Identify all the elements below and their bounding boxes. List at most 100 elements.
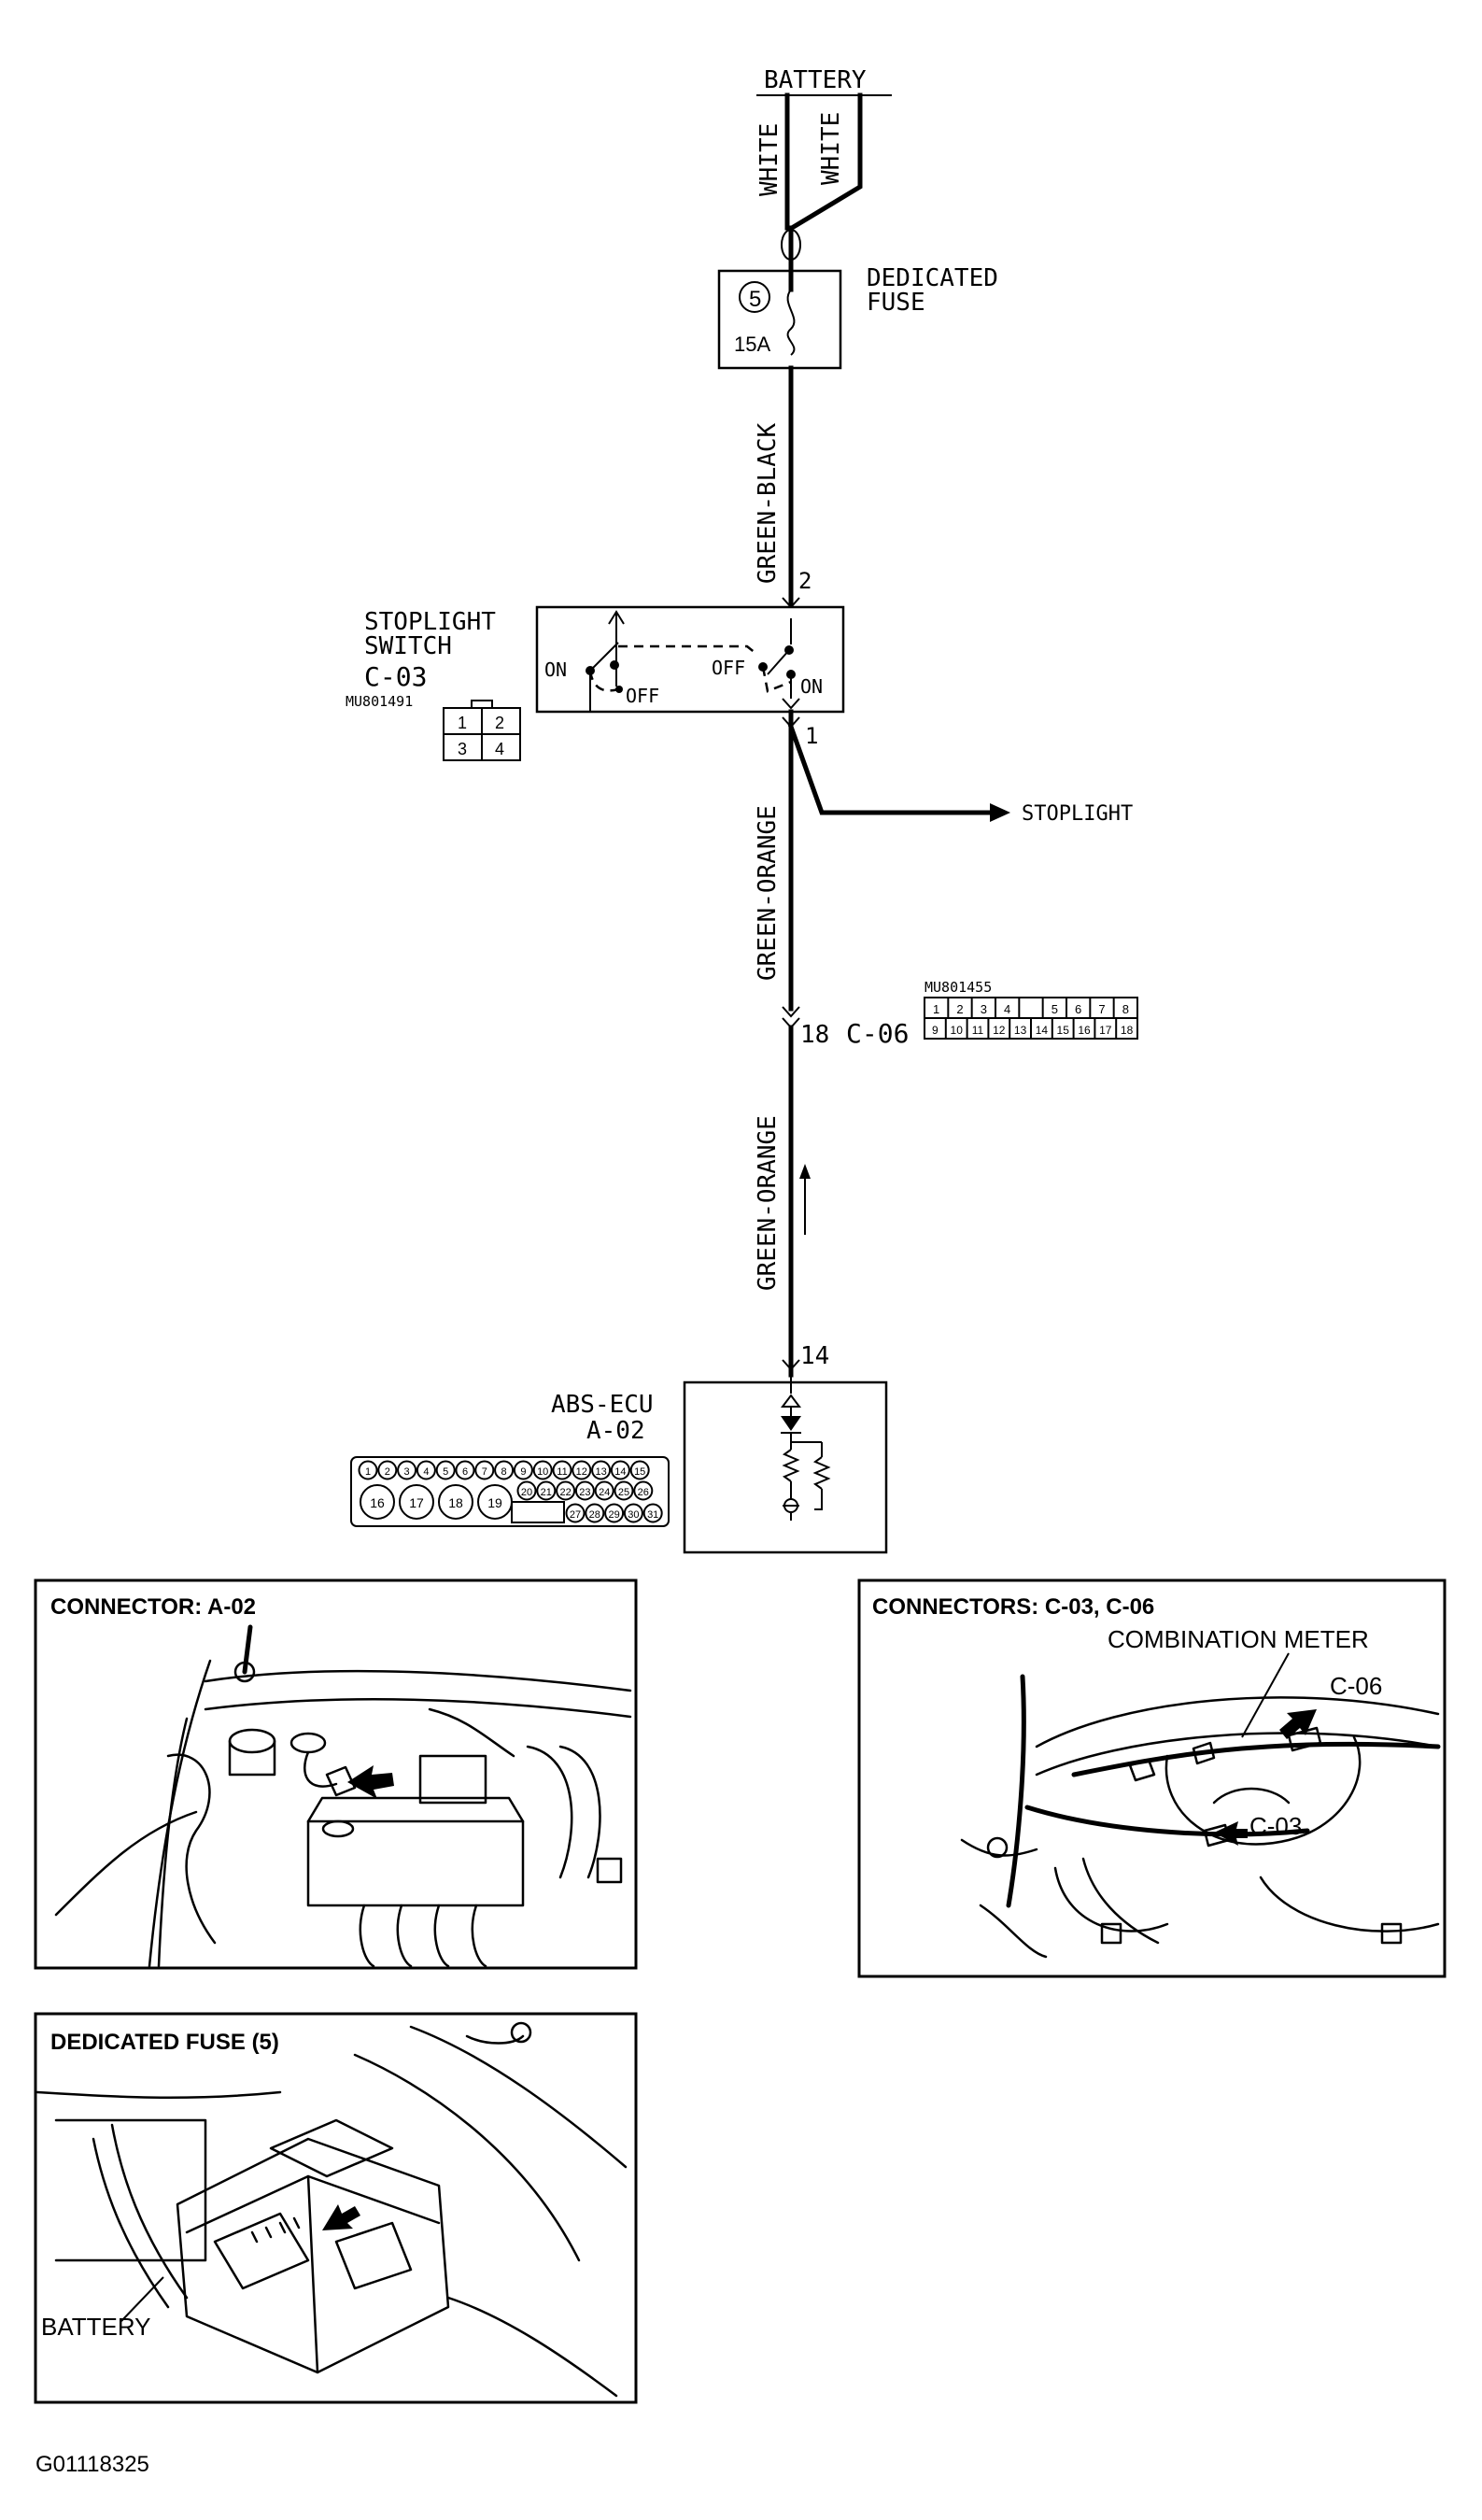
c06-pin: 5 [1052, 1002, 1058, 1016]
c03-location-arrow-icon [1214, 1821, 1248, 1846]
a02-big-pin-circle [438, 1484, 473, 1520]
switch-off-right: OFF [712, 657, 745, 679]
stoplight-branch-wire [787, 723, 993, 815]
a02-pin-circle [594, 1480, 614, 1501]
a02-pin: 29 [608, 1509, 619, 1521]
c06-pin: 17 [1099, 1024, 1112, 1037]
a02-pin-circle [455, 1460, 475, 1480]
stoplight-arrow-icon [990, 803, 1010, 822]
a02-pin: 25 [618, 1487, 629, 1498]
a02-pin-circle [610, 1460, 630, 1480]
green-black-label: GREEN-BLACK [754, 422, 782, 584]
fuse-label-line1: DEDICATED [867, 264, 998, 292]
abs-ecu-box [683, 1380, 888, 1554]
a02-pin: 11 [557, 1466, 567, 1478]
a02-pin-circle [516, 1480, 537, 1501]
ecu-pin-14: 14 [800, 1342, 829, 1370]
a02-pin: 3 [404, 1466, 410, 1478]
a02-big-pin-circle [399, 1484, 434, 1520]
dedicated-fuse-box [717, 269, 842, 370]
c06-location-arrow-icon [1279, 1709, 1317, 1739]
meter-leader-line [1241, 1652, 1290, 1738]
c06-pin: 12 [993, 1024, 1006, 1037]
a02-pin: 6 [462, 1466, 468, 1478]
fuse-number-circle [739, 281, 770, 313]
ecu-connector-icon [782, 1359, 800, 1371]
c03-pin-3: 3 [458, 740, 467, 758]
a02-pin-circle [629, 1460, 650, 1480]
figure-id: G01118325 [35, 2452, 149, 2477]
switch-label-line1: STOPLIGHT [364, 608, 496, 636]
c03-pin-2: 2 [495, 714, 504, 732]
a02-pin-circle [416, 1460, 436, 1480]
schematic: BATTERY WHITE WHITE 5 15A DEDICATED FUSE… [346, 66, 1138, 1554]
fuse-location-arrow-icon [322, 2204, 360, 2230]
a02-pin: 10 [537, 1466, 548, 1478]
c06-pin-18: 18 [800, 1021, 829, 1049]
a02-pin: 2 [385, 1466, 390, 1478]
current-direction-arrow-head [799, 1164, 811, 1179]
switch-label-line2: SWITCH [364, 632, 452, 660]
a02-pin-circle [633, 1480, 654, 1501]
panel-a02-title: CONNECTOR: A-02 [50, 1594, 256, 1620]
c06-pin: 16 [1078, 1024, 1091, 1037]
switch-label-line3: C-03 [364, 661, 427, 692]
fuse-element-icon [786, 289, 796, 356]
switch-pin-1: 1 [805, 723, 818, 749]
a02-pin: 9 [520, 1466, 526, 1478]
a02-pin-circle [474, 1460, 495, 1480]
switch-part-number: MU801491 [346, 693, 413, 710]
stoplight-switch-box [535, 605, 845, 714]
c06-callout: C-06 [1330, 1672, 1382, 1700]
c06-pin: 15 [1057, 1024, 1070, 1037]
a02-pin: 16 [370, 1495, 385, 1510]
a02-big-pin-circle [360, 1484, 395, 1520]
a02-pin-circle [377, 1460, 398, 1480]
c06-pin: 1 [933, 1002, 939, 1016]
a02-pin-circle [552, 1460, 572, 1480]
dashboard-sketch [960, 1674, 1441, 1959]
engine-bay-sketch [54, 1624, 632, 1968]
abs-ecu-label-line1: ABS-ECU [551, 1391, 654, 1419]
a02-pin: 7 [482, 1466, 487, 1478]
switch-contacts: ON OFF OFF ON [544, 610, 823, 712]
stoplight-label: STOPLIGHT [1022, 802, 1133, 826]
c06-pin: 6 [1075, 1002, 1081, 1016]
c03-pin-1: 1 [458, 714, 467, 732]
a02-pin-circle [623, 1503, 643, 1523]
a02-pin-circle [532, 1460, 553, 1480]
fuse-box-sketch [35, 2021, 628, 2398]
a02-pin: 23 [579, 1487, 590, 1498]
a02-pin: 12 [576, 1466, 587, 1478]
switch-on-left: ON [544, 658, 567, 681]
c06-pin: 11 [972, 1024, 984, 1037]
a02-pin: 5 [443, 1466, 448, 1478]
panel-dedicated-fuse: DEDICATED FUSE (5) BATTERY [34, 2012, 638, 2404]
a02-pin-circle [435, 1460, 456, 1480]
a02-pin-circle [513, 1460, 533, 1480]
panel-connectors-c03-c06: CONNECTORS: C-03, C-06 COMBINATION METER… [857, 1579, 1447, 1978]
a02-pin: 18 [448, 1495, 463, 1510]
c06-pin: 14 [1036, 1024, 1049, 1037]
a02-pin-circle [585, 1503, 605, 1523]
a02-pin: 13 [595, 1466, 606, 1478]
fuse-label-line2: FUSE [867, 289, 925, 317]
abs-ecu-label-line2: A-02 [586, 1417, 645, 1445]
a02-pin-circle [572, 1460, 592, 1480]
switch-on-right: ON [800, 675, 823, 698]
panel-connector-a02: CONNECTOR: A-02 [34, 1579, 638, 1970]
a02-pin-circle [536, 1480, 557, 1501]
c06-pin: 7 [1098, 1002, 1105, 1016]
c06-pin: 18 [1121, 1024, 1134, 1037]
battery-callout: BATTERY [41, 2313, 151, 2341]
a02-pin-circle [358, 1460, 378, 1480]
a02-pin: 15 [634, 1466, 645, 1478]
a02-pin: 20 [521, 1487, 532, 1498]
fuse-number: 5 [749, 287, 761, 312]
green-orange-label-1: GREEN-ORANGE [754, 805, 782, 981]
a02-pin: 31 [647, 1509, 658, 1521]
a02-pin: 8 [501, 1466, 507, 1478]
